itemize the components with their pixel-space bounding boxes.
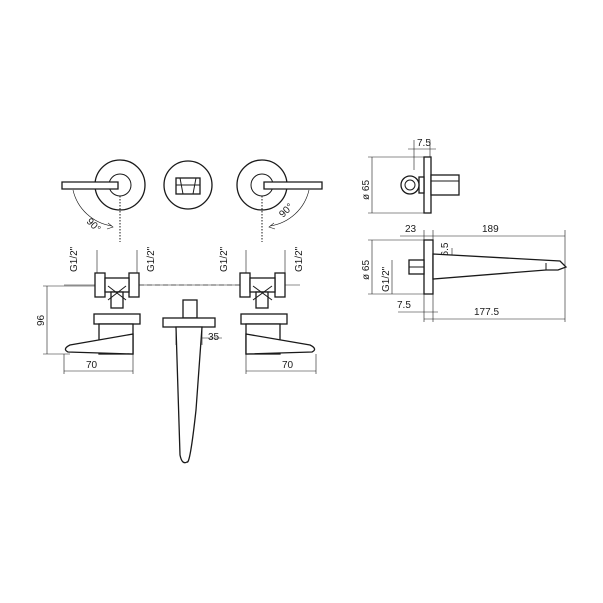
left-valve-stem [110, 291, 124, 309]
side-top-handle-circle [400, 175, 420, 195]
right-valve-front [239, 272, 316, 355]
thread-label-4: G1/2" [294, 246, 305, 272]
side-top-wallplate [423, 156, 432, 214]
spout-side-wallplate [423, 239, 434, 295]
thread-label-3: G1/2" [219, 246, 230, 272]
right-valve-inlet-l [239, 272, 251, 298]
width-right-label: 70 [282, 360, 294, 371]
right-valve-stem [255, 291, 269, 309]
height-dimension: 96 [36, 285, 95, 355]
right-handle-plan: 90° [236, 159, 323, 242]
left-valve-inlet-r [128, 272, 140, 298]
height-label: 96 [36, 314, 47, 326]
spout-length-label: 189 [482, 224, 499, 235]
right-rotation-arc [269, 189, 310, 227]
center-plate-plan [163, 160, 213, 210]
spout-side-depth-label: 7.5 [397, 300, 411, 311]
center-spout-block [175, 177, 201, 195]
spout-connector [182, 299, 198, 319]
side-top-dia-label: ø 65 [361, 180, 372, 200]
left-valve-inlet-l [94, 272, 106, 298]
side-top-valve-body [430, 174, 460, 196]
side-view-spout: 23 189 26.5 ø 65 G1/2" 7.5 177.5 [361, 224, 568, 322]
right-valve-body [249, 277, 276, 293]
right-valve-inlet-r [274, 272, 286, 298]
right-rotation-arrow [268, 222, 276, 230]
left-rotation-arrow [106, 222, 114, 230]
left-rotation-arc [72, 189, 113, 227]
right-lever-plan [263, 181, 323, 190]
thread-label-1: G1/2" [69, 246, 80, 272]
side-top-depth-label: 7.5 [417, 138, 431, 149]
spout-side-profile [432, 253, 568, 280]
side-view-valve: 7.5 ø 65 [361, 138, 460, 214]
spout-side-thread-label: G1/2" [381, 266, 392, 292]
right-lever-front [245, 333, 316, 355]
spout-width-label: 35 [208, 332, 220, 343]
side-top-handle-core [404, 179, 416, 191]
left-angle-label: 90° [84, 216, 102, 234]
spout-plate [162, 317, 216, 328]
projection-label: 177.5 [474, 307, 499, 318]
spout-height-label: 26.5 [440, 242, 451, 262]
center-block-edge-r [192, 177, 197, 195]
left-handle-plate [93, 313, 141, 325]
width-dimensions: 70 70 [63, 354, 317, 374]
spout-front: 35 [139, 284, 240, 464]
center-block-edge-l [179, 177, 184, 195]
left-lever-plan [61, 181, 119, 190]
spout-side-dia-label: ø 65 [361, 260, 372, 280]
left-handle-plan: 90° [61, 159, 146, 242]
plate-dim-label: 23 [405, 224, 417, 235]
left-valve-front [64, 272, 141, 355]
width-left-label: 70 [86, 360, 98, 371]
left-lever-front [64, 333, 134, 355]
left-valve-body [104, 277, 130, 293]
left-valve-x2 [107, 285, 127, 301]
right-handle-plate [240, 313, 288, 325]
side-top-cap [418, 176, 425, 194]
right-angle-label: 90° [277, 202, 295, 220]
right-valve-x2 [252, 285, 273, 301]
spout-body [175, 326, 203, 464]
thread-label-2: G1/2" [146, 246, 157, 272]
